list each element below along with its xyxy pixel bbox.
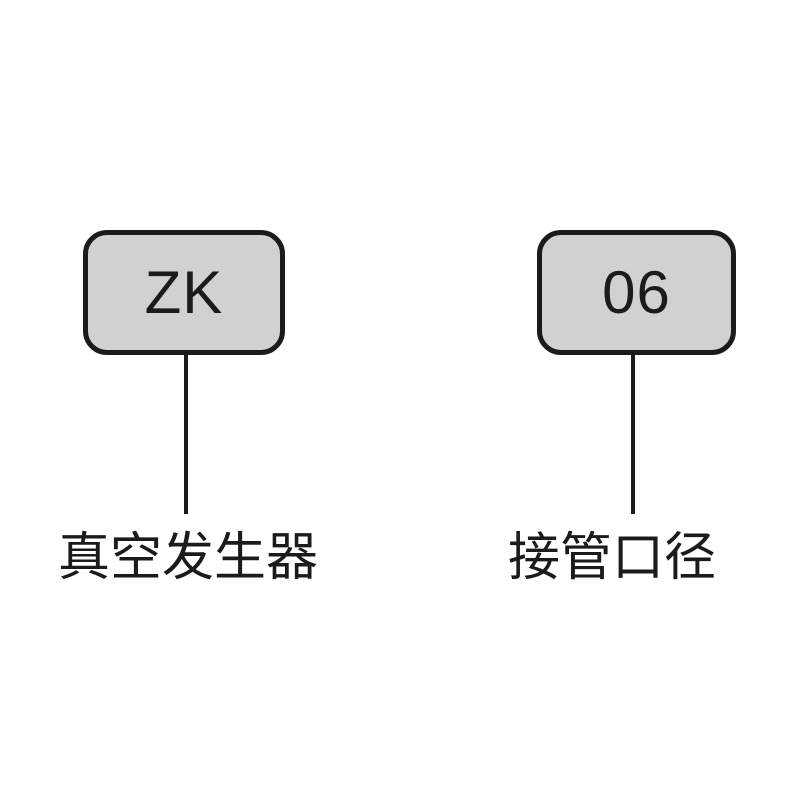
series-code-text: ZK [144, 259, 224, 326]
port-size-leader-line [631, 354, 635, 514]
series-code-label: 真空发生器 [58, 528, 319, 588]
series-code-box: ZK [83, 230, 285, 355]
port-size-label: 接管口径 [508, 528, 717, 588]
port-size-code-text: 06 [602, 259, 671, 326]
port-size-code-box: 06 [537, 230, 736, 355]
series-leader-line [184, 354, 188, 514]
